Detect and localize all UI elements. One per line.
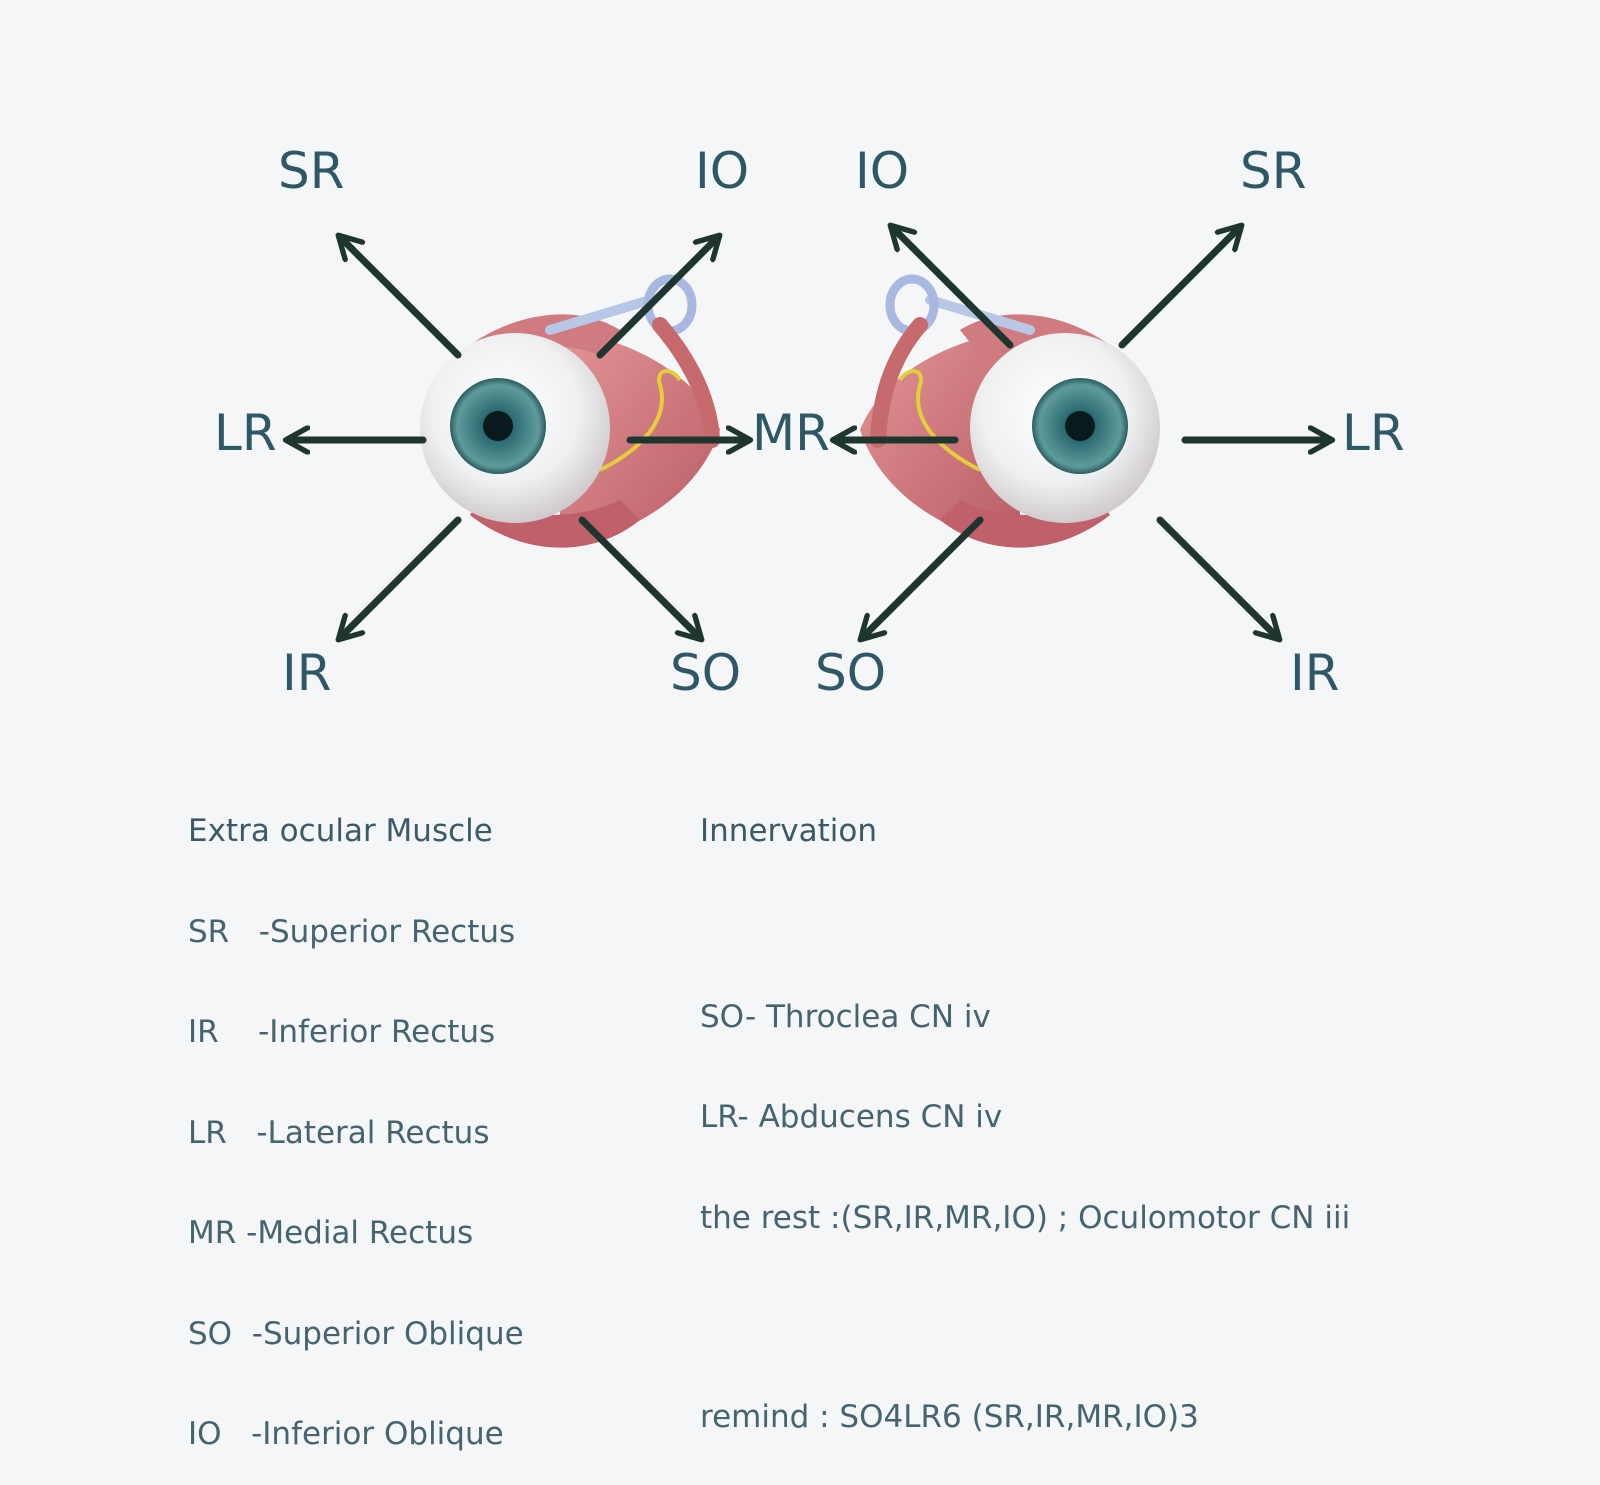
innervation-legend: Innervation SO- Throclea CN iv LR- Abduc… [700, 748, 1350, 1468]
right-eye-so-muscle [870, 317, 928, 448]
muscle-legend-item: SO -Superior Oblique [188, 1315, 524, 1352]
right-label-io: IO [855, 142, 909, 200]
eye-muscle-diagram: SR IO LR MR IR SO IO SR LR SO IR [214, 142, 1405, 702]
innervation-reminder: remind : SO4LR6 (SR,IR,MR,IO)3 [700, 1399, 1199, 1435]
muscle-legend: Extra ocular Muscle SR -Superior Rectus … [188, 748, 524, 1485]
right-arrow-io [892, 227, 1014, 349]
muscle-legend-item: IO -Inferior Oblique [188, 1416, 504, 1452]
left-arrow-sr [340, 237, 462, 359]
left-arrow-so [578, 516, 700, 638]
right-label-lr: LR [1342, 404, 1405, 462]
left-label-so: SO [670, 644, 741, 702]
left-arrow-io [596, 237, 718, 359]
left-eye-nerve [599, 369, 682, 472]
muscle-legend-item: IR -Inferior Rectus [188, 1014, 496, 1050]
muscle-legend-item: MR -Medial Rectus [188, 1215, 474, 1251]
right-eye-nerve [898, 369, 981, 472]
right-label-sr: SR [1240, 142, 1306, 200]
left-label-sr: SR [278, 142, 344, 200]
muscle-legend-item: SR -Superior Rectus [188, 913, 516, 950]
left-eyeball [420, 274, 720, 548]
muscle-legend-title: Extra ocular Muscle [188, 813, 493, 849]
right-eye-pupil [1065, 411, 1095, 441]
left-label-io: IO [695, 142, 749, 200]
left-label-mr: MR [752, 404, 830, 462]
right-arrow-ir [1156, 516, 1278, 638]
muscle-legend-item: LR -Lateral Rectus [188, 1114, 490, 1151]
right-arrow-so [862, 516, 984, 638]
right-eyeball [860, 274, 1160, 548]
innervation-line: SO- Throclea CN iv [700, 998, 991, 1035]
right-label-ir: IR [1290, 644, 1340, 702]
innervation-line: the rest :(SR,IR,MR,IO) ; Oculomotor CN … [700, 1199, 1351, 1236]
left-eye-pupil [483, 411, 513, 441]
right-arrow-sr [1118, 227, 1240, 349]
left-label-ir: IR [282, 644, 332, 702]
left-arrow-ir [340, 516, 462, 638]
innervation-line: LR- Abducens CN iv [700, 1099, 1003, 1135]
left-label-lr: LR [214, 404, 277, 462]
right-label-so: SO [815, 644, 886, 702]
left-eye-so-tendon [545, 295, 655, 335]
innervation-title: Innervation [700, 813, 877, 849]
left-eye-so-muscle [652, 317, 720, 448]
